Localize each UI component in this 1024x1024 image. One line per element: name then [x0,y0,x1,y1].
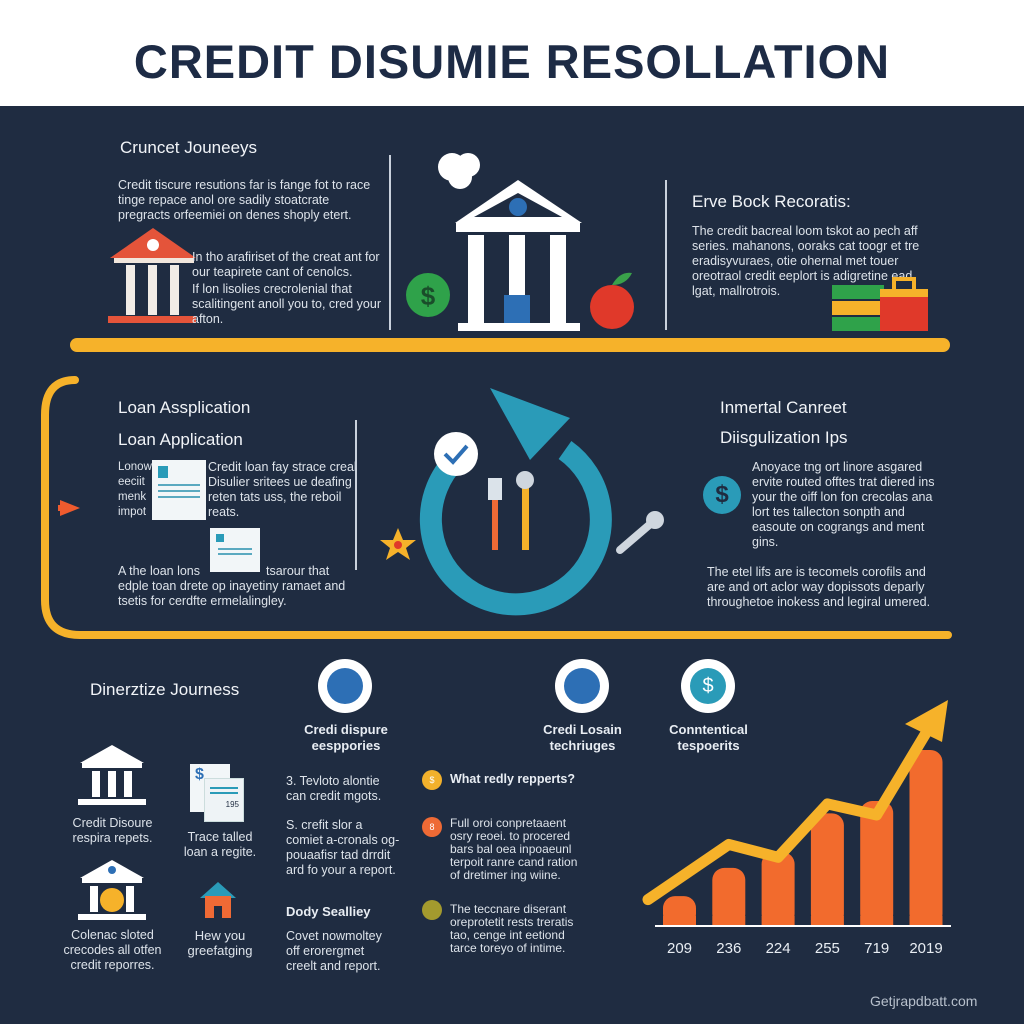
section3-heading: Dinerztize Journess [90,680,240,699]
section1-left-intro: Credit tiscure resutions far is fange fo… [118,178,371,222]
svg-text:$: $ [421,281,436,311]
x-tick-label: 236 [716,940,741,957]
loop-connector [41,376,952,639]
dollar-icon: $ [681,659,735,713]
trend-arrow-head [905,700,948,742]
list-item: Full oroi conpretaaent osry reoei. to pr… [450,816,578,882]
divider [665,180,667,330]
section2-left-body2b: tsarour that [266,564,330,578]
section1-left-heading: Cruncet Jouneeys [120,138,258,157]
chart-bar [712,867,746,926]
column-title: Credi Losain techriuges [543,722,622,753]
section2-left-heading1: Loan Assplication [118,398,251,417]
section1-right-heading: Erve Bock Recoratis: [692,192,851,211]
chart-bar [909,750,943,926]
section2-right-body2: The etel lifs are is tecomels corofils a… [707,565,931,609]
grid-label: Trace talled loan a regite. [183,830,257,859]
fork-icon [488,478,502,550]
divider-bar [70,338,950,352]
dollar-icon: $ [703,476,741,514]
check-icon [434,432,478,476]
grid-label: Hew you greefatging [187,928,253,958]
section2-left-body2a: A the loan lons [118,564,201,578]
star-icon [380,528,416,560]
column-title: Credi dispure eesppories [304,722,388,753]
document-icon [555,659,609,713]
document-icon [210,528,260,572]
bank-icon-red [108,228,196,323]
section2-left-body1b: Credit loan fay strace creal Disulier sr… [208,460,357,519]
list-badge: 8 [422,817,442,837]
doc-number: 195 [225,800,239,809]
divider [389,155,391,330]
column-title: Conntentical tespoerits [669,722,748,753]
house-icon [200,882,236,918]
clock-icon [318,659,372,713]
section1-left-body1: In tho arafiriset of the creat ant for o… [192,250,380,279]
chart-bar-base [761,916,795,926]
watermark: Getjrapdbatt.com [870,993,978,1009]
chart-bar [810,813,844,926]
chart-bar-base [909,916,943,926]
central-bank-illustration: $ [406,153,634,331]
chart-bar-base [663,916,696,926]
list-heading: Dody Sealliey [286,904,371,919]
x-tick-label: 224 [766,940,791,957]
grid-label: Colenac sloted crecodes all otfen credit… [63,928,162,972]
section2-left-heading2: Loan Application [118,430,243,449]
x-tick-label: 2019 [909,940,942,957]
section2-left-body2c: edple toan drete op inayetiny ramaet and… [118,579,346,608]
chart-bar-base [712,916,746,926]
list-item: Covet nowmoltey off erorergmet creelt an… [286,929,382,973]
chart-bar-base [860,916,894,926]
section1-right-body: The credit bacreal loom tskot ao pech af… [692,224,920,298]
list-item: What redly repperts? [450,772,576,786]
list-item: S. crefit slor a comiet a-cronals og-pou… [286,818,400,877]
invoice-icon-sheet: 195 [204,778,244,822]
chart-bar [761,852,795,926]
list-item: The teccnare diserant oreprotetit rests … [450,902,574,955]
cycle-illustration [380,388,664,616]
bank-icon [78,745,146,805]
x-tick-label: 255 [815,940,840,957]
divider [355,420,357,570]
money-briefcase-icon [832,277,928,331]
chart-bar [860,801,894,926]
x-tick-label: 209 [667,940,692,957]
dollar-icon: $ [406,273,450,317]
list-badge [422,900,442,920]
section2-left-body1a: Lonow eeciit menk impot [118,461,152,518]
section2-right-body1: Anoyace tng ort linore asgared ervite ro… [752,460,935,549]
document-icon [152,460,206,520]
x-tick-label: 719 [864,940,889,957]
grid-label: Credit Disoure respira repets. [72,816,153,845]
apple-icon [590,272,634,329]
wrench-icon [616,511,664,554]
chart-bar-base [810,916,844,926]
section2-right-heading2: Diisgulization Ips [720,428,848,447]
section1-left-body2: If lon lisolies crecrolenial that scalit… [192,282,381,326]
cloud-icon [438,153,480,189]
trend-arrow-line [642,712,941,906]
bank-coin-icon [78,860,146,920]
page-title: CREDIT DISUMIE RESOLLATION [133,35,891,88]
section2-right-heading1: Inmertal Canreet [720,398,847,417]
header-banner [0,0,1024,106]
list-badge: $ [422,770,442,790]
list-item: 3. Tevloto alontie can credit mgots. [286,774,382,803]
wrench-icon [516,471,534,550]
